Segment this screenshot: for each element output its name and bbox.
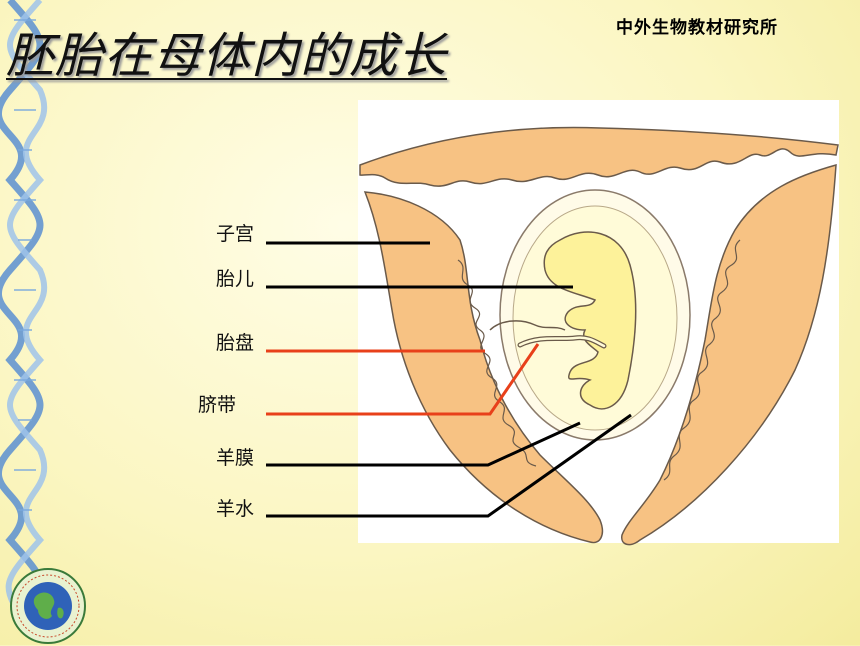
label-umbilical-cord: 脐带 bbox=[198, 394, 237, 416]
dna-helix-decoration bbox=[0, 0, 48, 632]
label-uterus: 子宫 bbox=[216, 223, 255, 245]
uterus-right-wall bbox=[621, 163, 837, 546]
page-title: 胚胎在母体内的成长 bbox=[6, 28, 448, 84]
leader-line-umbilical-cord bbox=[266, 343, 540, 416]
leader-line-amniotic-fluid bbox=[266, 413, 632, 518]
globe-logo-icon bbox=[10, 568, 86, 644]
uterus-left-wall bbox=[363, 191, 604, 544]
label-amnion: 羊膜 bbox=[216, 447, 255, 469]
label-placenta: 胎盘 bbox=[216, 332, 255, 354]
fetus bbox=[543, 231, 637, 410]
placenta bbox=[489, 320, 566, 331]
label-amniotic-fluid: 羊水 bbox=[216, 498, 255, 520]
leader-line-amnion bbox=[266, 421, 581, 467]
label-fetus: 胎儿 bbox=[216, 268, 255, 290]
organization-name: 中外生物教材研究所 bbox=[616, 18, 778, 38]
leader-lines bbox=[266, 241, 632, 518]
uterus-top-wall bbox=[359, 126, 839, 187]
